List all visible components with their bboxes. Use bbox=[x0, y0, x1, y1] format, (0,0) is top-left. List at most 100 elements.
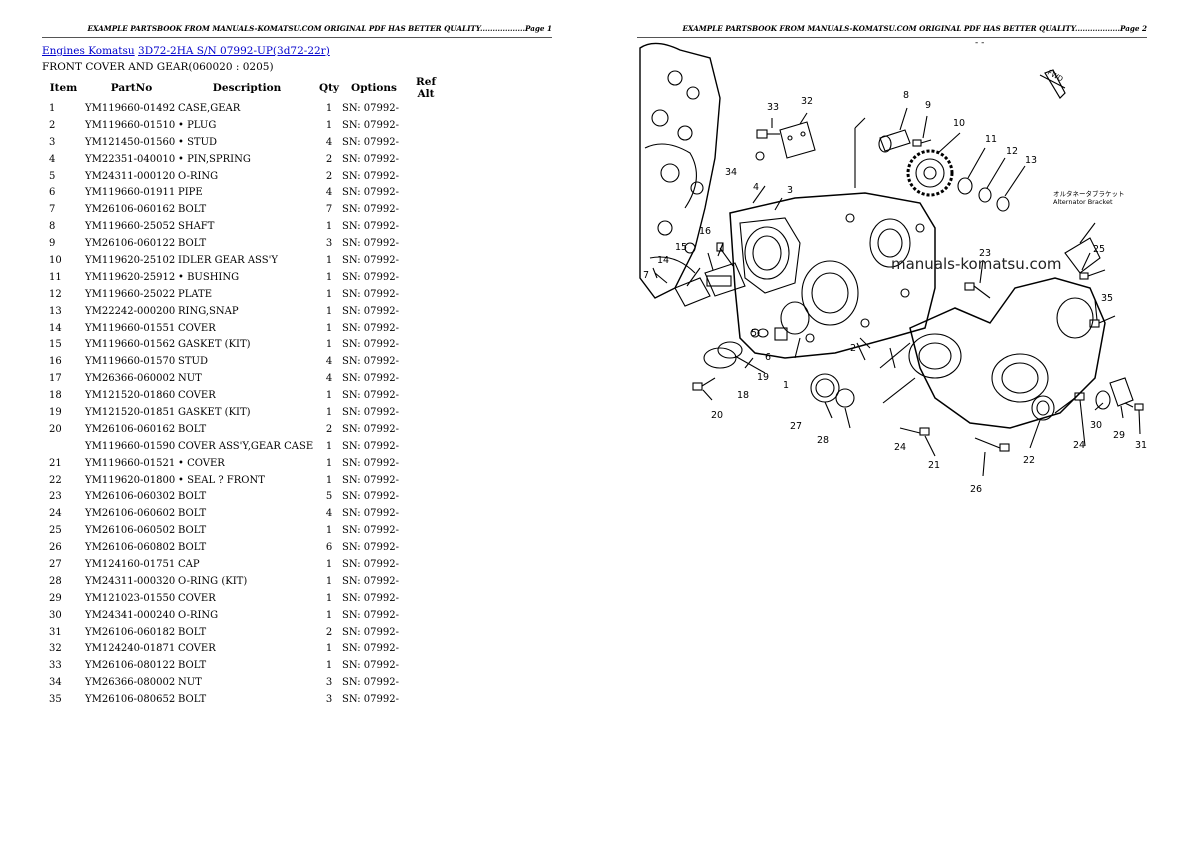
cell-description: COVER bbox=[178, 643, 216, 655]
cell-partno: YM119660-25052 bbox=[85, 221, 176, 233]
cell-item: 30 bbox=[49, 609, 62, 621]
cell-ref-alt bbox=[406, 168, 446, 185]
cell-options: SN: 07992- bbox=[342, 677, 399, 689]
cell-item: 32 bbox=[49, 643, 62, 655]
cell-options: SN: 07992- bbox=[342, 221, 399, 233]
cell-options: SN: 07992- bbox=[342, 508, 399, 520]
cell-ref-alt bbox=[406, 641, 446, 658]
callout-5: 5 bbox=[751, 328, 757, 339]
cell-ref-alt bbox=[406, 269, 446, 286]
cell-qty: 3 bbox=[325, 238, 333, 250]
cell-ref-alt bbox=[406, 455, 446, 472]
cell-options: SN: 07992- bbox=[342, 339, 399, 351]
cell-ref-alt bbox=[406, 505, 446, 522]
cell-qty: 1 bbox=[325, 609, 333, 621]
cell-qty: 1 bbox=[325, 119, 333, 131]
cell-description: STUD bbox=[178, 356, 208, 368]
cell-item: 33 bbox=[49, 660, 62, 672]
cell-item: 1 bbox=[49, 102, 56, 114]
cell-ref-alt bbox=[406, 404, 446, 421]
cell-qty: 1 bbox=[325, 592, 333, 604]
cell-item: 13 bbox=[49, 305, 62, 317]
cell-partno: YM121450-01560 bbox=[85, 136, 176, 148]
cell-partno: YM26106-080652 bbox=[85, 694, 176, 706]
cell-qty: 1 bbox=[325, 271, 333, 283]
cell-qty: 2 bbox=[325, 153, 333, 165]
cell-ref-alt bbox=[406, 117, 446, 134]
cell-options: SN: 07992- bbox=[342, 119, 399, 131]
cell-qty: 1 bbox=[325, 643, 333, 655]
callout-15: 15 bbox=[675, 242, 687, 253]
cell-ref-alt bbox=[406, 151, 446, 168]
cell-options: SN: 07992- bbox=[342, 153, 399, 165]
cell-options: SN: 07992- bbox=[342, 136, 399, 148]
cell-description: • COVER bbox=[178, 457, 225, 469]
callout-8: 8 bbox=[903, 90, 909, 101]
cell-item: 14 bbox=[49, 322, 62, 334]
cell-qty: 1 bbox=[325, 558, 333, 570]
cell-qty: 1 bbox=[325, 288, 333, 300]
cell-partno: YM119660-01911 bbox=[85, 187, 176, 199]
cell-ref-alt bbox=[406, 303, 446, 320]
column-header-ref-alt: Ref Alt bbox=[416, 76, 436, 100]
cell-item: 18 bbox=[49, 390, 62, 402]
cell-ref-alt bbox=[406, 624, 446, 641]
callout-32: 32 bbox=[801, 96, 813, 107]
cell-qty: 1 bbox=[325, 440, 333, 452]
cell-ref-alt bbox=[406, 235, 446, 252]
callout-24b: 24 bbox=[1073, 440, 1085, 451]
breadcrumb-link-model[interactable]: 3D72-2HA S/N 07992-UP(3d72-22r) bbox=[138, 45, 330, 57]
page-1: EXAMPLE PARTSBOOK FROM MANUALS-KOMATSU.C… bbox=[42, 24, 552, 708]
cell-description: COVER bbox=[178, 322, 216, 334]
cell-description: COVER bbox=[178, 592, 216, 604]
cell-description: COVER bbox=[178, 390, 216, 402]
breadcrumb: Engines Komatsu 3D72-2HA S/N 07992-UP(3d… bbox=[42, 45, 330, 57]
cell-qty: 1 bbox=[325, 525, 333, 537]
callout-14: 14 bbox=[657, 255, 669, 266]
cell-ref-alt bbox=[406, 134, 446, 151]
section-title: FRONT COVER AND GEAR(060020 : 0205) bbox=[42, 61, 274, 73]
cell-partno: YM26106-060502 bbox=[85, 525, 176, 537]
callout-16: 16 bbox=[699, 226, 711, 237]
cell-item: 19 bbox=[49, 406, 62, 418]
diagram-drawing: 33 32 8 9 10 11 12 13 34 4 3 16 15 14 7 … bbox=[639, 42, 1147, 495]
cell-item: 11 bbox=[49, 271, 62, 283]
cell-item: 12 bbox=[49, 288, 62, 300]
cell-description: BOLT bbox=[178, 660, 207, 672]
cell-options: SN: 07992- bbox=[342, 558, 399, 570]
cell-options: SN: 07992- bbox=[342, 694, 399, 706]
page-header: EXAMPLE PARTSBOOK FROM MANUALS-KOMATSU.C… bbox=[42, 24, 552, 38]
cell-description: BOLT bbox=[178, 238, 207, 250]
cell-item: 22 bbox=[49, 474, 62, 486]
table-header-row: Item PartNo Description Qty Options Ref … bbox=[42, 76, 446, 100]
callout-23: 23 bbox=[979, 248, 991, 259]
cell-qty: 1 bbox=[325, 457, 333, 469]
parts-table: Item PartNo Description Qty Options Ref … bbox=[42, 76, 446, 708]
breadcrumb-link-engines[interactable]: Engines Komatsu bbox=[42, 45, 135, 57]
callout-28: 28 bbox=[817, 435, 829, 446]
exploded-parts-diagram: 33 32 8 9 10 11 12 13 34 4 3 16 15 14 7 … bbox=[635, 38, 1155, 498]
callout-4: 4 bbox=[753, 182, 759, 193]
cell-partno: YM26366-060002 bbox=[85, 373, 176, 385]
callout-34: 34 bbox=[725, 167, 737, 178]
forward-arrow-icon bbox=[1039, 69, 1066, 99]
cell-options: SN: 07992- bbox=[342, 305, 399, 317]
cell-partno: YM121023-01550 bbox=[85, 592, 176, 604]
callout-6: 6 bbox=[765, 352, 771, 363]
cell-options: SN: 07992- bbox=[342, 474, 399, 486]
cell-item: 28 bbox=[49, 575, 62, 587]
alternator-bracket-note: オルタネータブラケット Alternator Bracket bbox=[1053, 190, 1125, 206]
cell-options: SN: 07992- bbox=[342, 238, 399, 250]
cell-item: 3 bbox=[49, 136, 56, 148]
cell-qty: 1 bbox=[325, 221, 333, 233]
cell-ref-alt bbox=[406, 184, 446, 201]
cell-qty: 4 bbox=[325, 508, 333, 520]
cell-partno: YM26106-060802 bbox=[85, 542, 176, 554]
